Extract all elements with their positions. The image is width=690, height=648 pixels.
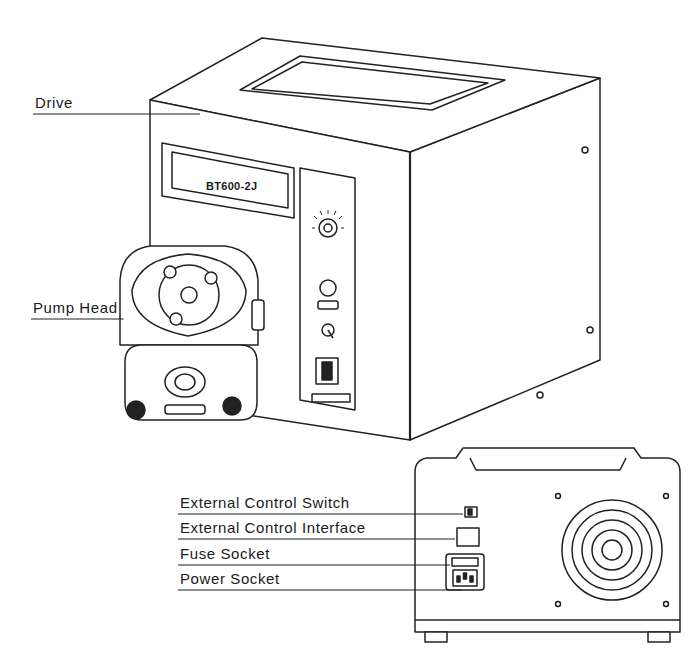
button-label [318, 301, 338, 309]
clamp-knob [223, 397, 241, 415]
screw [664, 494, 669, 499]
rotor-hub [181, 287, 197, 303]
external-interface [457, 528, 479, 546]
socket-block [446, 554, 484, 590]
label-box: Power Socket [180, 570, 280, 588]
fuse-drawer [452, 558, 478, 566]
fan-guard [582, 520, 642, 580]
edge [409, 152, 411, 440]
switch-slider [468, 509, 472, 515]
part-label: Pump Head [33, 299, 118, 316]
base-line [415, 619, 680, 621]
display-window [172, 152, 288, 208]
leader-line [178, 564, 450, 565]
start-button [320, 280, 336, 296]
leader-line [178, 538, 455, 539]
pin [464, 573, 467, 579]
label-box: External Control Switch [180, 494, 350, 512]
model-plate [165, 405, 205, 414]
direction-lever [328, 330, 333, 338]
tube-clamp-inner [175, 374, 195, 390]
part-label: Drive [35, 94, 73, 111]
foot [648, 632, 670, 642]
leader-line [178, 589, 462, 590]
panel-plate [312, 394, 350, 402]
leader-line [178, 513, 463, 514]
power-inlet [453, 570, 477, 586]
roller [170, 313, 182, 325]
fan-guard [592, 530, 632, 570]
external-switch [465, 507, 477, 517]
screw [582, 147, 588, 153]
part-label: Fuse Socket [180, 545, 270, 562]
screw [664, 602, 669, 607]
speed-knob [319, 219, 337, 237]
rotor [159, 265, 219, 325]
rear-housing [415, 448, 680, 632]
pin [470, 576, 473, 582]
power-switch [316, 358, 338, 384]
label-box: BT600-2J [205, 176, 258, 194]
part-label: Power Socket [180, 570, 280, 587]
pump-housing [120, 246, 258, 345]
roller [205, 272, 217, 284]
label-box: Drive [35, 94, 73, 112]
leader-line [33, 113, 200, 114]
knob-scale [312, 210, 344, 228]
leader-line [31, 318, 124, 319]
lever [252, 300, 264, 330]
clamp-knob [127, 401, 145, 419]
pump-front-plate [125, 345, 257, 420]
fan-guard [572, 510, 652, 590]
fan-hub [602, 540, 622, 560]
tube-clamp [165, 367, 205, 397]
top-recess [240, 56, 505, 110]
power-rocker [322, 362, 332, 380]
screw [556, 602, 561, 607]
model-text: BT600-2J [205, 180, 258, 193]
speed-knob-cap [324, 224, 332, 232]
label-box: Pump Head [33, 299, 118, 317]
foot [425, 632, 447, 642]
pin [457, 576, 460, 582]
fan [562, 500, 662, 600]
screw [587, 327, 593, 333]
label-box: Fuse Socket [180, 545, 270, 563]
rotor-cover [132, 254, 246, 336]
roller [164, 266, 176, 278]
drive-front [150, 100, 410, 440]
part-label: External Control Interface [180, 519, 366, 536]
part-label: External Control Switch [180, 494, 350, 511]
screw [556, 494, 561, 499]
screw [537, 392, 543, 398]
label-box: External Control Interface [180, 519, 366, 537]
control-panel [300, 168, 355, 410]
top-recess-inner [252, 62, 488, 104]
display-panel [162, 143, 294, 218]
handle-recess [470, 458, 626, 470]
